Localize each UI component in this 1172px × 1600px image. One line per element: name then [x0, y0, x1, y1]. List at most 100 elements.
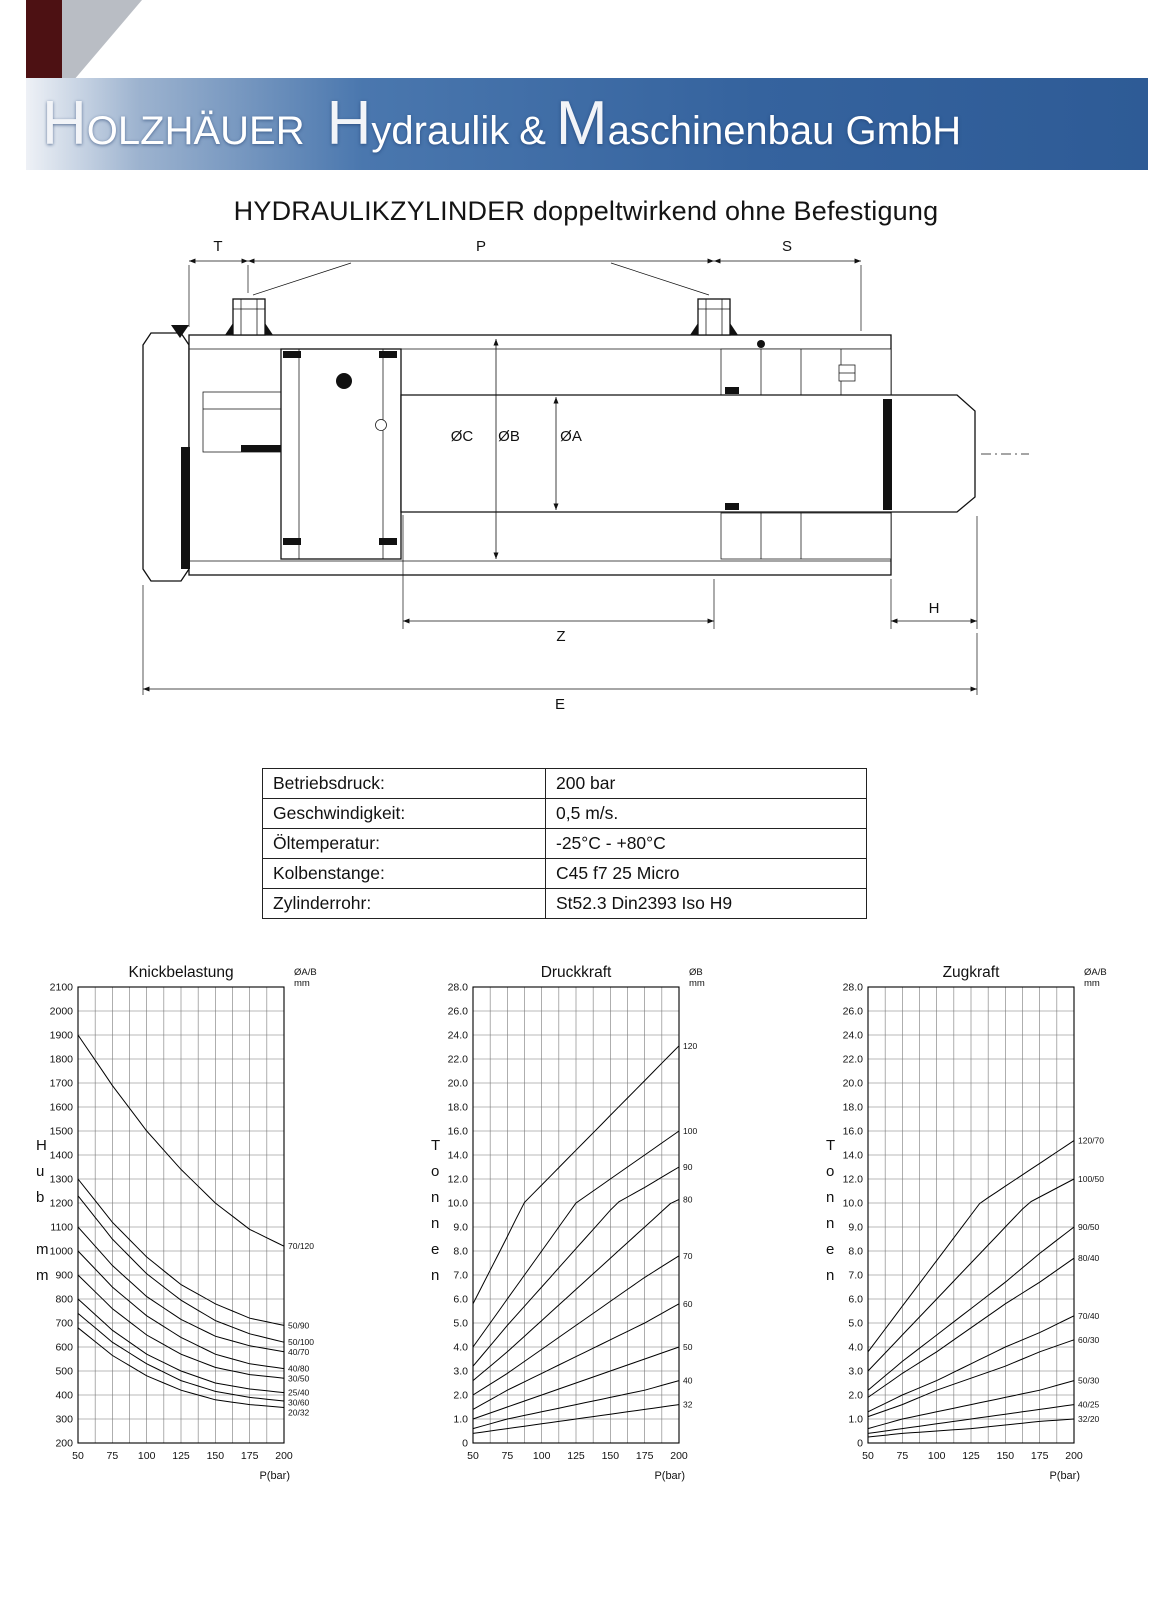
svg-text:32/20: 32/20 — [1078, 1414, 1100, 1424]
svg-text:P(bar): P(bar) — [654, 1470, 685, 1482]
svg-text:5.0: 5.0 — [848, 1318, 863, 1330]
svg-text:40/80: 40/80 — [288, 1364, 310, 1374]
svg-text:40: 40 — [683, 1376, 693, 1386]
svg-text:50: 50 — [683, 1342, 693, 1352]
svg-text:150: 150 — [602, 1450, 620, 1462]
svg-text:7.0: 7.0 — [453, 1270, 468, 1282]
svg-text:125: 125 — [962, 1450, 980, 1462]
svg-text:u: u — [36, 1163, 44, 1180]
svg-text:40/70: 40/70 — [288, 1347, 310, 1357]
spec-row: Zylinderrohr:St52.3 Din2393 Iso H9 — [262, 888, 867, 919]
spec-value: C45 f7 25 Micro — [545, 858, 867, 889]
company-banner: H OLZHÄUER H ydraulik & M aschinenbau Gm… — [26, 78, 1148, 170]
svg-text:18.0: 18.0 — [843, 1102, 864, 1114]
dim-label-s: S — [782, 238, 792, 255]
svg-text:120: 120 — [683, 1041, 697, 1051]
svg-text:150: 150 — [207, 1450, 225, 1462]
svg-text:P(bar): P(bar) — [1049, 1470, 1080, 1482]
svg-text:50: 50 — [72, 1450, 84, 1462]
dim-label-t: T — [213, 238, 222, 255]
svg-text:8.0: 8.0 — [453, 1246, 468, 1258]
svg-text:50/100: 50/100 — [288, 1337, 314, 1347]
svg-text:4.0: 4.0 — [453, 1342, 468, 1354]
svg-text:175: 175 — [1031, 1450, 1049, 1462]
svg-text:60/30: 60/30 — [1078, 1335, 1100, 1345]
svg-text:80: 80 — [683, 1194, 693, 1204]
svg-text:12.0: 12.0 — [448, 1174, 469, 1186]
svg-text:200: 200 — [670, 1450, 688, 1462]
dim-label-z: Z — [556, 628, 565, 645]
svg-text:80/40: 80/40 — [1078, 1253, 1100, 1263]
svg-text:20/32: 20/32 — [288, 1408, 310, 1418]
spec-label: Betriebsdruck: — [262, 768, 546, 799]
svg-text:0: 0 — [462, 1438, 468, 1450]
svg-text:n: n — [431, 1267, 439, 1284]
svg-text:200: 200 — [275, 1450, 293, 1462]
dim-label-oc: ØC — [451, 428, 474, 445]
svg-text:m: m — [36, 1241, 49, 1258]
svg-text:mm: mm — [1084, 978, 1100, 989]
svg-text:3.0: 3.0 — [453, 1366, 468, 1378]
svg-text:800: 800 — [55, 1294, 73, 1306]
logo-initial-m: M — [555, 89, 608, 158]
svg-text:e: e — [431, 1241, 439, 1258]
svg-text:n: n — [826, 1267, 834, 1284]
svg-text:50: 50 — [862, 1450, 874, 1462]
svg-text:0: 0 — [857, 1438, 863, 1450]
svg-text:150: 150 — [997, 1450, 1015, 1462]
dim-label-ob: ØB — [498, 428, 520, 445]
spec-row: Betriebsdruck:200 bar — [262, 768, 867, 799]
svg-text:2.0: 2.0 — [453, 1390, 468, 1402]
svg-text:ØB: ØB — [689, 967, 703, 978]
svg-text:500: 500 — [55, 1366, 73, 1378]
svg-text:1800: 1800 — [50, 1054, 74, 1066]
svg-text:1900: 1900 — [50, 1030, 74, 1042]
chart-zugkraft-svg: 01.02.03.04.05.06.07.08.09.010.012.014.0… — [826, 964, 1107, 1482]
svg-text:25/40: 25/40 — [288, 1388, 310, 1398]
chart-druckkraft-svg: 01.02.03.04.05.06.07.08.09.010.012.014.0… — [431, 964, 705, 1482]
dim-label-h: H — [929, 600, 940, 617]
logo-word-holzhauer: OLZHÄUER — [86, 109, 305, 153]
svg-text:900: 900 — [55, 1270, 73, 1282]
svg-text:50/30: 50/30 — [1078, 1376, 1100, 1386]
spec-row: Geschwindigkeit:0,5 m/s. — [262, 798, 867, 829]
spec-label: Kolbenstange: — [262, 858, 546, 889]
svg-text:1500: 1500 — [50, 1126, 74, 1138]
svg-text:1.0: 1.0 — [848, 1414, 863, 1426]
svg-text:40/25: 40/25 — [1078, 1400, 1100, 1410]
svg-text:100: 100 — [533, 1450, 551, 1462]
svg-text:H: H — [36, 1137, 47, 1154]
cylinder-drawing-svg: T P S ØC ØB ØA Z H E — [142, 238, 1029, 713]
svg-text:e: e — [826, 1241, 834, 1258]
svg-text:1200: 1200 — [50, 1198, 74, 1210]
dimensions: T P S ØC ØB ØA Z H E — [142, 238, 978, 713]
port-right — [690, 298, 738, 336]
spec-value: St52.3 Din2393 Iso H9 — [545, 888, 867, 919]
svg-text:20.0: 20.0 — [448, 1078, 469, 1090]
spec-value: 0,5 m/s. — [545, 798, 867, 829]
svg-text:10.0: 10.0 — [448, 1198, 469, 1210]
cylinder-body — [142, 298, 1029, 582]
svg-text:o: o — [826, 1163, 834, 1180]
svg-text:200: 200 — [1065, 1450, 1083, 1462]
svg-text:5.0: 5.0 — [453, 1318, 468, 1330]
svg-text:1000: 1000 — [50, 1246, 74, 1258]
svg-text:175: 175 — [636, 1450, 654, 1462]
cylinder-drawing: T P S ØC ØB ØA Z H E — [141, 237, 1031, 742]
svg-text:3.0: 3.0 — [848, 1366, 863, 1378]
svg-text:6.0: 6.0 — [453, 1294, 468, 1306]
svg-text:6.0: 6.0 — [848, 1294, 863, 1306]
svg-text:30/60: 30/60 — [288, 1398, 310, 1408]
svg-text:16.0: 16.0 — [843, 1126, 864, 1138]
svg-text:P(bar): P(bar) — [259, 1470, 290, 1482]
svg-text:70/40: 70/40 — [1078, 1311, 1100, 1321]
svg-text:7.0: 7.0 — [848, 1270, 863, 1282]
page-title: HYDRAULIKZYLINDER doppeltwirkend ohne Be… — [233, 196, 939, 226]
svg-text:ØA/B: ØA/B — [294, 967, 317, 978]
svg-text:8.0: 8.0 — [848, 1246, 863, 1258]
logo-initial-h1: H — [42, 89, 87, 158]
logo-word-maschinenbau: aschinenbau GmbH — [607, 109, 962, 153]
svg-text:n: n — [826, 1189, 834, 1206]
